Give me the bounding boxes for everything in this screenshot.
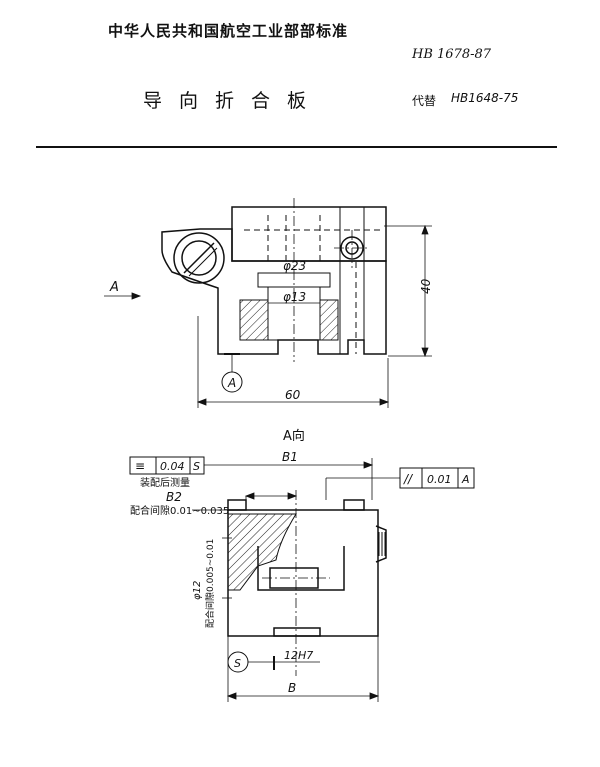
pivot-boss [173,232,225,284]
dim-12h7: 12H7 [284,649,313,662]
pivot-slot [183,242,215,274]
front-view [161,206,387,355]
view-a-title: A向 [283,428,305,444]
flatness-datum: S [193,460,200,473]
header-rule [36,146,557,148]
replaces-code: HB1648-75 [451,91,519,105]
flatness-symbol: ≡ [135,459,145,473]
replaces-label: 代替 [412,94,437,108]
datum-s-circle [227,651,249,673]
datum-a-label: A [227,376,236,390]
upper-block [231,206,387,262]
datum-a-circle [221,371,243,393]
dim-phi13: φ13 [283,290,306,304]
pivot-bore [181,240,217,276]
fit-gap-vertical: 配合间隙0.005~0.01 [204,539,216,628]
organization-title: 中华人民共和国航空工业部部标准 [108,22,349,40]
dim-b: B [288,681,296,695]
document-title: 导向折合板 [143,90,324,112]
dim-b2: B2 [166,490,182,504]
dim-phi12: φ12 [192,581,203,600]
note-mount: 装配后测量 [140,476,190,489]
view-direction-label: A [109,280,119,295]
parallel-symbol: // [403,472,414,486]
standard-number: HB 1678-87 [412,47,492,62]
dim-width: 60 [285,388,301,402]
flatness-frame [129,456,205,475]
fit-gap: 配合间隙0.01~0.035 [130,504,229,517]
dim-phi23: φ23 [283,259,306,273]
knurled-knob [375,525,387,563]
dim-b1: B1 [282,450,298,464]
parallel-value: 0.01 [427,473,452,486]
parallel-datum: A [461,473,470,486]
datum-s-label: S [234,657,241,670]
dim-height: 40 [419,278,433,294]
flatness-value: 0.04 [160,460,185,473]
